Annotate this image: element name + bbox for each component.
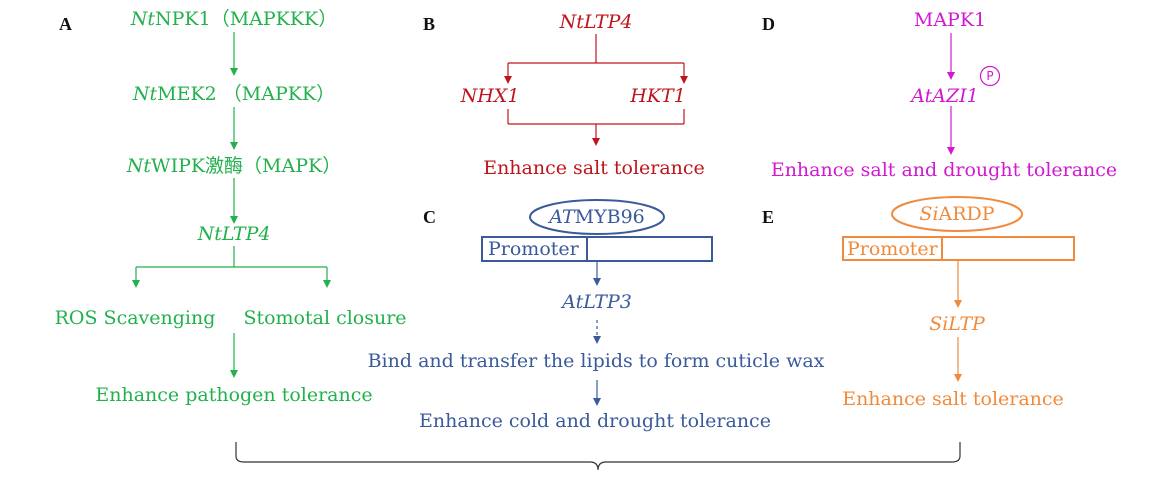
siardp-rest: ARDP [938,203,995,225]
panel-label-a: A [59,14,72,34]
panel-c-mechanism: Bind and transfer the lipids to form cut… [367,350,825,372]
panel-c-outcome: Enhance cold and drought tolerance [419,410,771,432]
panel-c-gene-atltp3: AtLTP3 [562,291,632,313]
panel-d-node-mapk1: MAPK1 [913,9,987,31]
ntwipk-rest: WIPK激酶（MAPK） [151,155,342,177]
panel-a-stomotal-closure: Stomotal closure [243,307,407,329]
panel-b-arrows [504,34,688,146]
panel-b-outcome: Enhance salt tolerance [483,157,705,179]
panel-d-outcome: Enhance salt and drought tolerance [770,159,1118,181]
panel-e-factor-siardp: SiARDP [919,203,994,225]
panel-d-node-atazi1: AtAZI1 [911,85,979,107]
siardp-ellipse [891,196,1023,232]
atmyb96-prefix: AT [549,206,575,228]
panel-a-node-ntmek2: NtMEK2 （MAPKK） [133,83,335,105]
siardp-prefix: Si [919,203,939,225]
panel-a-outcome: Enhance pathogen tolerance [95,384,373,406]
panel-label-c: C [423,207,436,227]
atmyb96-rest: MYB96 [574,206,645,228]
panel-e-outcome: Enhance salt tolerance [842,388,1064,410]
panel-d-arrows [947,33,1001,155]
panel-a-node-ntnpk1: NtNPK1（MAPKKK） [131,8,338,30]
ntnpk1-prefix: Nt [130,8,156,30]
ntnpk1-rest: NPK1（MAPKKK） [155,8,338,30]
panel-a-ros-scavenging: ROS Scavenging [54,307,216,329]
panel-e-promoter-label: Promoter [847,238,938,260]
phosphate-circle [979,65,1001,87]
phosphate-label: P [986,69,993,83]
atmyb96-ellipse [529,199,665,235]
ntwipk-prefix: Nt [126,155,152,177]
ntmek2-prefix: Nt [132,83,158,105]
panel-b-node-nhx1: NHX1 [460,85,520,107]
panel-a-node-ntltp4: NtLTP4 [197,223,271,245]
panel-b-node-hkt1: HKT1 [630,85,686,107]
panel-label-e: E [762,207,775,227]
panel-a-arrows [132,32,331,378]
panel-c-factor-atmyb96: ATMYB96 [549,206,645,228]
panel-label-d: D [762,14,775,34]
panel-c-promoter-label: Promoter [488,238,579,260]
panel-label-b: B [423,14,436,34]
panel-b-node-ntltp4: NtLTP4 [559,11,633,33]
panel-a-node-ntwipk: NtWIPK激酶（MAPK） [127,155,341,177]
panel-e-gene-siltp: SiLTP [929,313,985,335]
summary-bracket [235,442,961,471]
ntmek2-rest: MEK2 （MAPKK） [157,83,336,105]
